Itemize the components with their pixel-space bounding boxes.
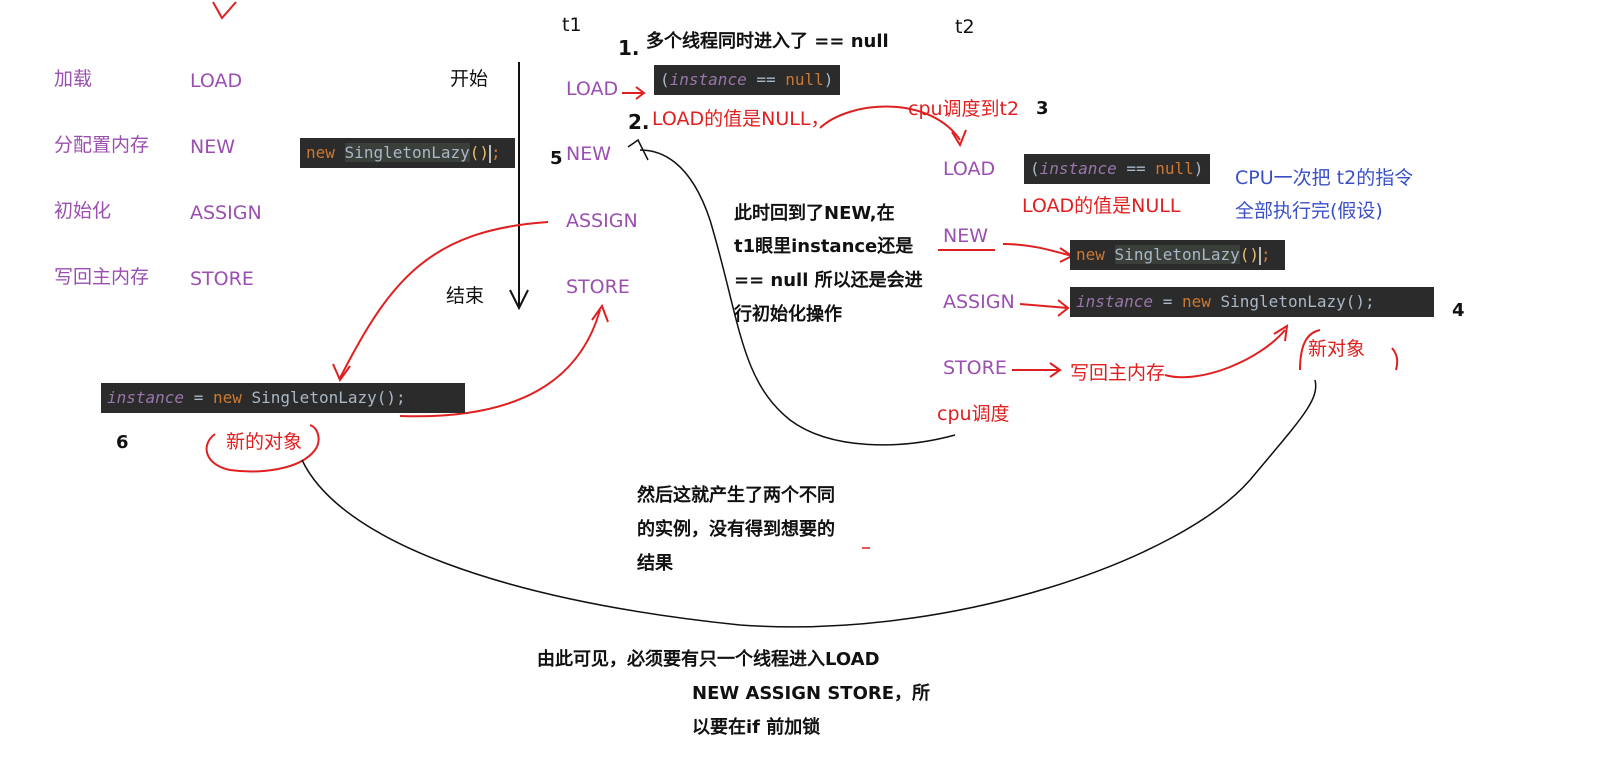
t2-step-load: LOAD <box>943 158 996 180</box>
t1-step-assign: ASSIGN <box>566 210 638 232</box>
step-2-number: 2. <box>628 110 650 134</box>
back-to-new-line-3: == null 所以还是会进 <box>734 270 923 291</box>
new-object-t1-note: 新的对象 <box>226 431 303 453</box>
new-object-t2-note: 新对象 <box>1308 338 1366 360</box>
phase-cn-load: 加载 <box>54 68 93 90</box>
cpu-once-note-1: CPU一次把 t2的指令 <box>1235 167 1414 189</box>
step-2-note: LOAD的值是NULL， <box>652 108 830 130</box>
t2-load-null-note: LOAD的值是NULL <box>1022 195 1181 217</box>
phase-cn-assign: 初始化 <box>54 200 112 222</box>
step-1-number: 1. <box>618 36 640 60</box>
cpu-sched-note: cpu调度 <box>937 403 1010 425</box>
code-new-t2: new SingletonLazy(); <box>1070 240 1285 270</box>
label-start: 开始 <box>450 68 489 90</box>
step-1-note: 多个线程同时进入了 == null <box>646 31 889 52</box>
back-to-new-line-2: t1眼里instance还是 <box>734 236 914 257</box>
code-null-check-t2: (instance == null) <box>1024 154 1210 184</box>
code-assign-t2: instance = new SingletonLazy(); <box>1070 287 1434 317</box>
t2-step-assign: ASSIGN <box>943 291 1015 313</box>
result-line-3: 结果 <box>637 553 673 574</box>
label-t1: t1 <box>562 14 582 36</box>
t2-step-store: STORE <box>943 357 1007 379</box>
step-4-number: 4 <box>1452 300 1465 321</box>
t2-store-note: 写回主内存 <box>1070 362 1166 384</box>
phase-en-new: NEW <box>190 136 236 158</box>
conclusion-line-1: 由此可见，必须要有只一个线程进入LOAD <box>537 649 880 670</box>
label-end: 结束 <box>446 285 485 307</box>
phase-en-store: STORE <box>190 268 254 290</box>
t1-step-load: LOAD <box>566 78 619 100</box>
conclusion-line-3: 以要在if 前加锁 <box>692 717 821 738</box>
label-t2: t2 <box>955 16 975 38</box>
t2-step-new: NEW <box>943 225 989 247</box>
result-line-2: 的实例，没有得到想要的 <box>637 519 835 540</box>
result-line-1: 然后这就产生了两个不同 <box>637 485 835 506</box>
phase-en-assign: ASSIGN <box>190 202 262 224</box>
phase-cn-new: 分配置内存 <box>54 134 150 156</box>
t1-step-new: NEW <box>566 143 612 165</box>
cpu-once-note-2: 全部执行完(假设) <box>1235 200 1383 222</box>
conclusion-line-2: NEW ASSIGN STORE，所 <box>692 683 931 704</box>
phase-cn-store: 写回主内存 <box>54 266 150 288</box>
code-assign-t1: instance = new SingletonLazy(); <box>101 383 465 413</box>
step-6-number: 6 <box>116 432 129 453</box>
cpu-switch-note: cpu调度到t2 <box>908 98 1020 120</box>
t1-step-store: STORE <box>566 276 630 298</box>
back-to-new-line-4: 行初始化操作 <box>734 304 842 325</box>
step-3-number: 3 <box>1036 98 1049 119</box>
step-5-number: 5 <box>550 148 563 169</box>
code-null-check-t1: (instance == null) <box>654 65 840 95</box>
phase-en-load: LOAD <box>190 70 243 92</box>
code-new-left: new SingletonLazy(); <box>300 138 515 168</box>
back-to-new-line-1: 此时回到了NEW,在 <box>734 203 895 224</box>
